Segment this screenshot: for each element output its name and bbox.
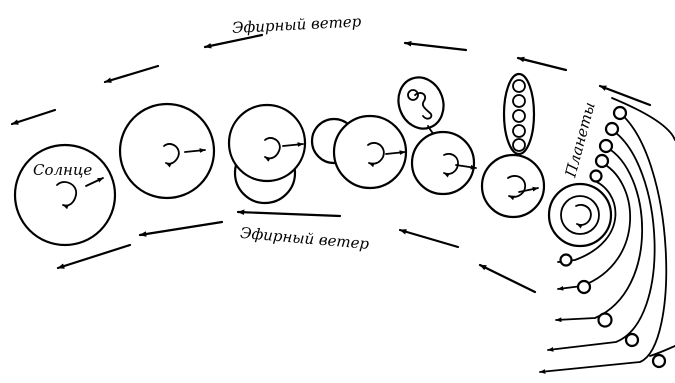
ether-wind-bottom-label: Эфирный ветер: [239, 224, 370, 253]
planet-icon: [653, 355, 665, 367]
star-disc: [412, 132, 474, 194]
star-stage-6: [482, 74, 544, 217]
planet-icon: [578, 281, 590, 293]
wind-arrow: [238, 212, 340, 216]
sun-label: Солнце: [33, 161, 92, 179]
wind-arrow: [12, 110, 55, 124]
star-stage-5: [391, 71, 476, 194]
wind-arrow: [140, 222, 222, 235]
bud-bubble: [391, 71, 450, 135]
sun-disc: [15, 145, 115, 245]
planet-icon: [599, 314, 612, 327]
wind-arrow: [405, 43, 466, 50]
ether-wind-top-arrows: [12, 35, 650, 124]
planet-icon: [596, 155, 608, 167]
planet-icon: [626, 334, 638, 346]
star-disc: [334, 116, 406, 188]
wind-arrow: [105, 66, 158, 82]
wind-arrow: [600, 86, 650, 105]
wind-arrow: [400, 230, 458, 247]
star-disc: [482, 155, 544, 217]
star-stage-2: [120, 104, 214, 198]
ether-wind-bottom-arrows: [58, 212, 535, 292]
star-stage-4: [312, 116, 406, 188]
star-stage-3: [229, 105, 305, 203]
planet-icon: [606, 123, 618, 135]
wind-arrow: [480, 265, 535, 292]
planet-icon: [614, 107, 626, 119]
planet-icon: [561, 255, 572, 266]
sun: Солнце: [15, 145, 115, 245]
star-stage-7: [549, 184, 611, 246]
star-disc: [229, 105, 305, 181]
wind-arrow: [518, 58, 566, 70]
wind-arrow: [58, 245, 130, 268]
planet-chain-capsule: [504, 74, 534, 154]
star-disc: [549, 184, 611, 246]
ether-wind-top-label: Эфирный ветер: [232, 12, 362, 37]
planets-label: Планеты: [561, 100, 599, 180]
planet-icon: [591, 171, 602, 182]
planet-icon: [600, 140, 612, 152]
